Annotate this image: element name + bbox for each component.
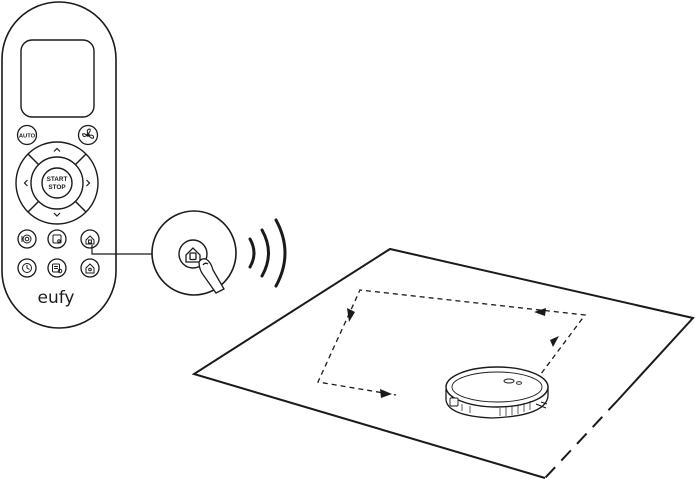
spot-single-icon [53, 264, 62, 273]
edge-clean-button[interactable] [48, 230, 66, 248]
arrow-down [347, 308, 355, 322]
stop-label: STOP [48, 184, 66, 191]
zoom-callout [152, 211, 236, 295]
chevron-down-icon [54, 213, 60, 216]
auto-button[interactable]: AUTO [18, 126, 37, 145]
floor-area [194, 249, 693, 478]
remote-control: AUTO [2, 2, 116, 328]
spot-clean-icon [22, 235, 31, 243]
remote-body [2, 2, 116, 328]
home-icon [86, 264, 94, 273]
down-button[interactable] [54, 213, 60, 216]
chevron-right-icon [87, 180, 90, 186]
single-room-button[interactable] [81, 230, 99, 248]
schedule-button[interactable] [18, 259, 36, 277]
robot-vacuum-icon [446, 367, 548, 418]
fan-button[interactable] [79, 126, 98, 145]
start-stop-button[interactable]: START STOP [42, 168, 72, 198]
right-button[interactable] [87, 180, 90, 186]
arrow-left [534, 308, 546, 316]
chevron-up-icon [54, 149, 60, 152]
signal-waves-icon [250, 220, 285, 286]
home-button[interactable] [81, 259, 99, 277]
direction-pad [16, 142, 98, 224]
remote-display [21, 40, 94, 117]
chevron-left-icon [25, 180, 28, 186]
spot-clean-button[interactable] [18, 230, 36, 248]
mode-button[interactable] [48, 259, 66, 277]
brand-logo: eufy [38, 288, 75, 308]
arrow-up-right [550, 336, 559, 347]
arrow-right [380, 389, 392, 398]
edge-clean-icon [53, 235, 61, 243]
single-room-icon [86, 236, 94, 244]
callout-leader [92, 245, 160, 254]
left-button[interactable] [25, 180, 28, 186]
fan-icon [83, 129, 94, 138]
clock-icon [23, 264, 32, 273]
up-button[interactable] [54, 149, 60, 152]
start-label: START [47, 176, 68, 183]
auto-label: AUTO [19, 133, 36, 139]
